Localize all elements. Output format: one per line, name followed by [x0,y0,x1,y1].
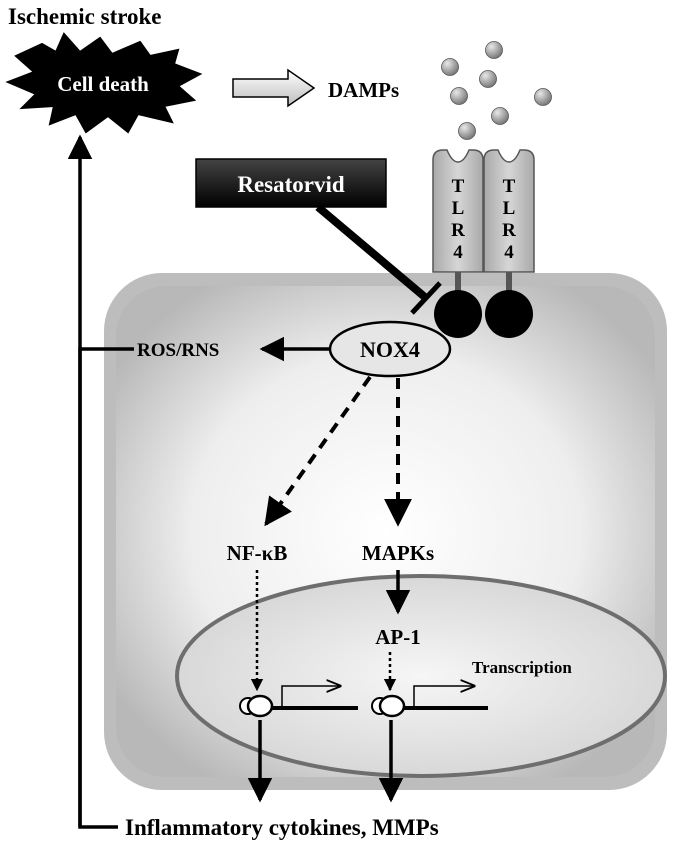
output-label: Inflammatory cytokines, MMPs [125,815,439,840]
promoter-1 [239,686,358,718]
damps-label: DAMPs [328,78,399,102]
nucleus [175,574,667,778]
tlr4-letter: L [452,198,465,219]
tlr4-receptor-1-letters: T L R 4 [451,176,465,263]
damps-block-arrow [232,68,316,108]
tlr4-receptor-2 [483,149,535,338]
inhibition-bar [410,281,442,315]
tlr4-letter: 4 [504,242,514,263]
transcription-label: Transcription [472,658,572,677]
cell-death-burst [5,32,203,134]
mapks-label: MAPKs [362,541,434,565]
resatorvid-box [195,158,387,208]
tlr4-letter: R [451,220,465,241]
resatorvid-label: Resatorvid [237,172,345,197]
tlr4-letter: L [503,198,516,219]
inhibition-line [315,203,429,302]
tlr4-letter: R [502,220,516,241]
cell-death-label: Cell death [57,72,149,96]
ros-rns-label: ROS/RNS [137,340,219,361]
damp-particles [441,41,552,140]
nox4-label: NOX4 [360,337,420,362]
nfkb-label: NF-κB [227,541,288,565]
ap1-label: AP-1 [375,625,421,649]
tlr4-letter: T [452,176,465,197]
tlr4-receptor-1 [432,149,484,338]
promoter-2 [371,686,488,718]
tlr4-receptor-2-letters: T L R 4 [502,176,516,263]
tlr4-letter: 4 [453,242,463,263]
title-label: Ischemic stroke [8,4,162,29]
tlr4-letter: T [503,176,516,197]
